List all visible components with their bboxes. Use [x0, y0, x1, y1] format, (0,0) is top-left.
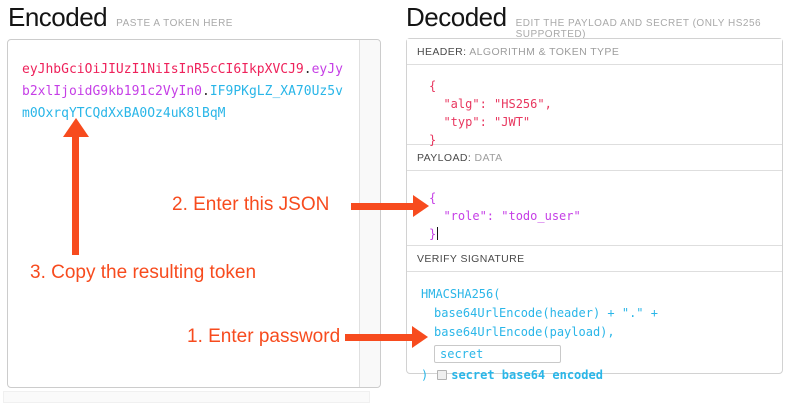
- annotation-step2: 2. Enter this JSON: [172, 194, 330, 215]
- token-header-segment: eyJhbGciOiJIUzI1NiIsInR5cCI6IkpXVCJ9: [22, 62, 304, 77]
- encoded-subtitle: PASTE A TOKEN HERE: [116, 18, 233, 29]
- header-label-bold: HEADER:: [417, 46, 467, 58]
- signature-footer-line: ) secret base64 encoded: [421, 366, 782, 385]
- decoded-header: Decoded EDIT THE PAYLOAD AND SECRET (ONL…: [406, 2, 793, 40]
- header-json-editor[interactable]: { "alg": "HS256", "typ": "JWT" }: [407, 65, 782, 147]
- token-separator: .: [303, 62, 312, 77]
- verify-signature-section: HMACSHA256( base64UrlEncode(header) + ".…: [407, 272, 782, 385]
- payload-label-bold: PAYLOAD:: [417, 152, 472, 164]
- jwt-token-text[interactable]: eyJhbGciOiJIUzI1NiIsInR5cCI6IkpXVCJ9.eyJ…: [22, 59, 348, 125]
- payload-section-label: PAYLOAD: DATA: [407, 145, 782, 171]
- header-section-label: HEADER: ALGORITHM & TOKEN TYPE: [407, 39, 782, 65]
- header-label-light: ALGORITHM & TOKEN TYPE: [469, 46, 620, 58]
- arrow-right-shaft-step2: [351, 203, 413, 210]
- arrow-right-head-step1: [412, 326, 428, 348]
- horizontal-scrollbar[interactable]: [3, 391, 370, 403]
- closing-paren: ): [421, 368, 429, 382]
- base64-encoded-label: secret base64 encoded: [451, 368, 603, 382]
- payload-json-editor[interactable]: { "role": "todo_user" }: [407, 171, 782, 246]
- arrow-right-shaft-step1: [345, 334, 412, 341]
- annotation-step3: 3. Copy the resulting token: [30, 262, 257, 283]
- base64-encoded-checkbox[interactable]: [437, 370, 448, 380]
- vertical-scrollbar[interactable]: [359, 40, 380, 387]
- payload-label-light: DATA: [474, 152, 503, 164]
- token-signature-segment: IF9PKgLZ_XA70Uz5vm0OxrqYTCQdXxBA0Oz4uK8l…: [22, 84, 343, 121]
- encoded-title: Encoded: [8, 2, 108, 32]
- token-payload-segment: eyJyb2xlIjoidG9kb191c2VyIn0: [22, 62, 343, 99]
- decoded-title: Decoded: [406, 2, 507, 32]
- token-separator: .: [202, 84, 210, 99]
- arrow-right-head-step2: [413, 195, 429, 217]
- arrow-up-head: [63, 118, 89, 137]
- secret-input[interactable]: [434, 345, 561, 363]
- decoded-panel: HEADER: ALGORITHM & TOKEN TYPE { "alg": …: [406, 38, 783, 382]
- header-json: { "alg": "HS256", "typ": "JWT" }: [429, 79, 552, 147]
- encoded-token-box[interactable]: eyJhbGciOiJIUzI1NiIsInR5cCI6IkpXVCJ9.eyJ…: [7, 39, 381, 388]
- encoded-header: Encoded PASTE A TOKEN HERE: [8, 2, 233, 33]
- decoded-subtitle: EDIT THE PAYLOAD AND SECRET (ONLY HS256 …: [515, 18, 762, 40]
- text-cursor: [437, 227, 439, 240]
- arrow-up-shaft: [72, 136, 79, 255]
- annotation-step1: 1. Enter password: [187, 326, 341, 347]
- hmac-line-2: base64UrlEncode(header) + "." +: [434, 306, 658, 320]
- hmac-line-3: base64UrlEncode(payload),: [434, 325, 615, 339]
- verify-signature-label: VERIFY SIGNATURE: [407, 246, 782, 272]
- payload-json: { "role": "todo_user" }: [429, 191, 581, 241]
- hmac-line-1: HMACSHA256(: [421, 287, 501, 301]
